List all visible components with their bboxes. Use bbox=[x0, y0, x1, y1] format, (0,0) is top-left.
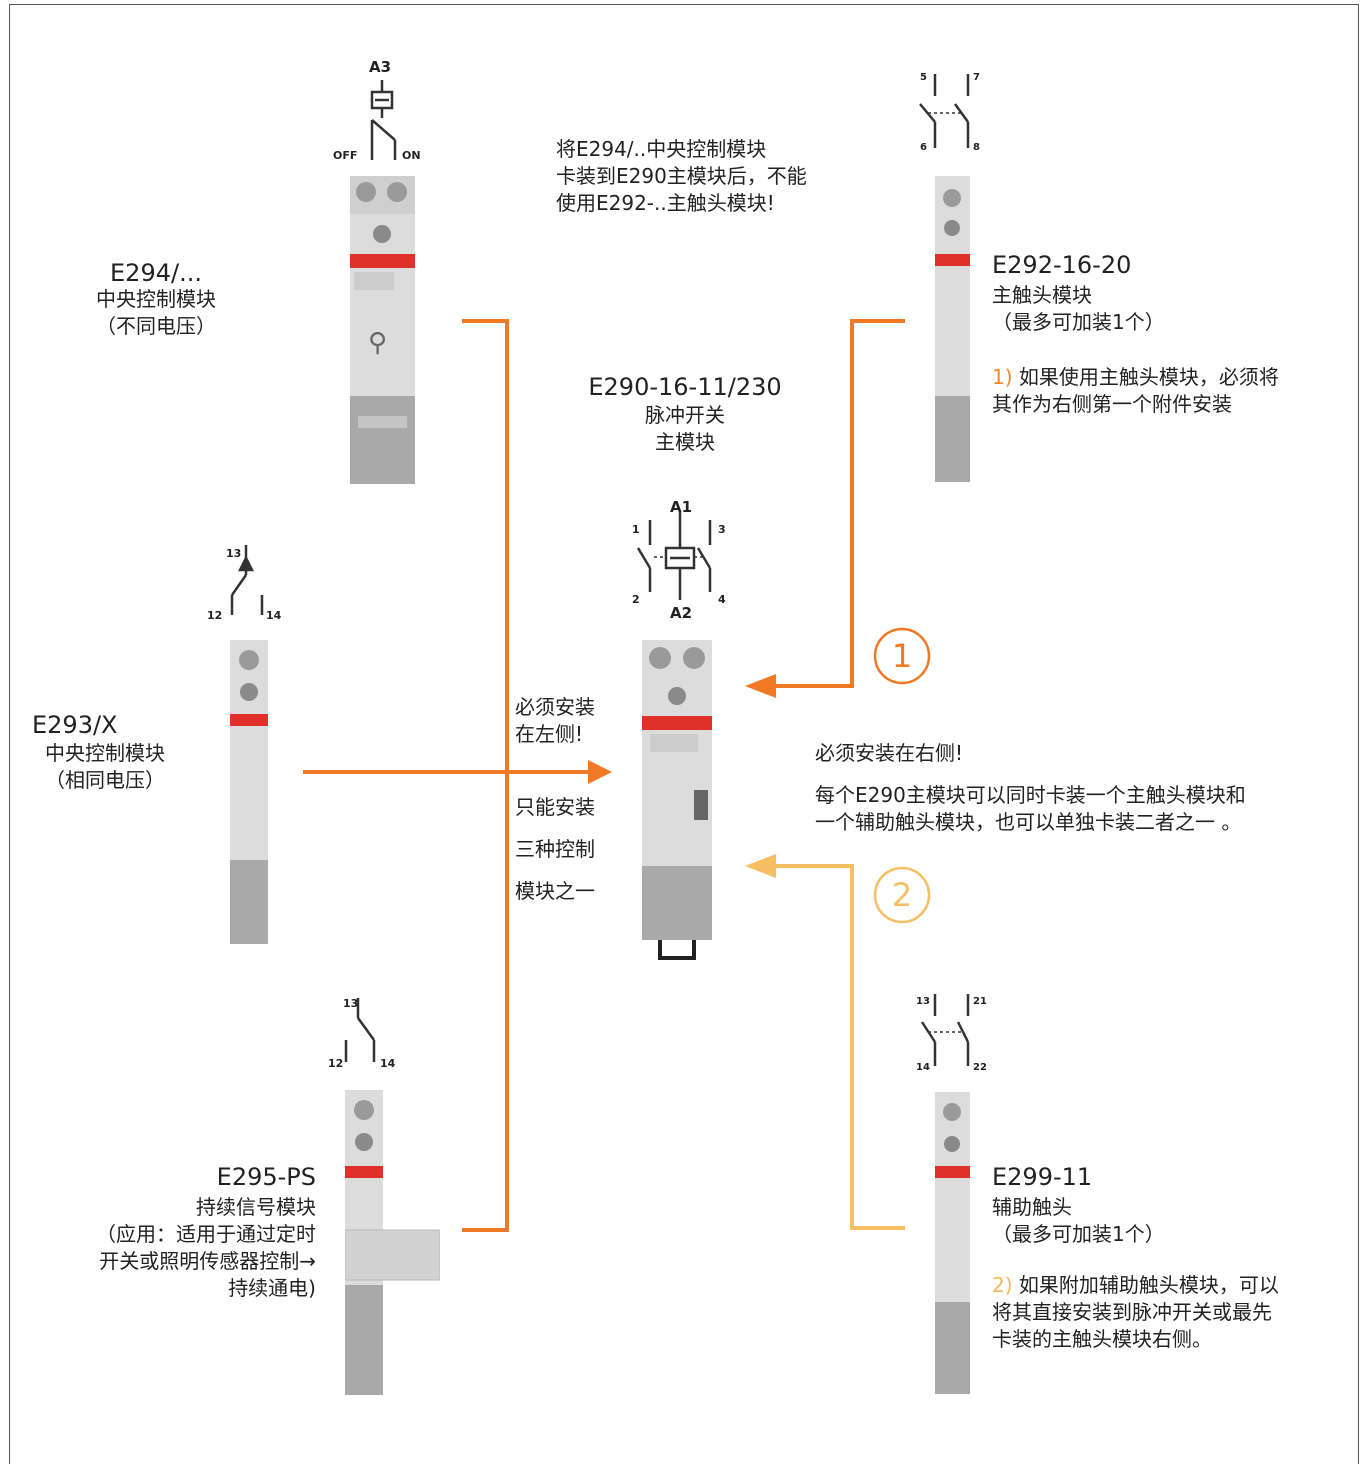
label-e293-desc: 中央控制模块 （相同电压） bbox=[45, 741, 165, 792]
label-e292-code: E292-16-20 bbox=[992, 251, 1132, 279]
label-e292-desc: 主触头模块 （最多可加装1个） bbox=[992, 283, 1165, 334]
symbol-label-off: OFF bbox=[333, 149, 358, 162]
label-e294-code: E294/... bbox=[110, 259, 202, 287]
module-e294-image: ⚲ bbox=[350, 176, 415, 484]
note-only-one-line2: 三种控制 bbox=[515, 837, 595, 861]
marker-number-two: 2 bbox=[891, 876, 913, 914]
symbol-label-e295-13: 13 bbox=[343, 997, 359, 1010]
symbol-label-e295-14: 14 bbox=[380, 1057, 396, 1070]
symbol-label-e299-21: 21 bbox=[973, 996, 987, 1007]
symbol-label-e293-13: 13 bbox=[226, 547, 242, 560]
module-e293-image bbox=[230, 640, 268, 944]
symbol-label-t3: 3 bbox=[718, 523, 726, 536]
schematic-e299 bbox=[920, 994, 970, 1066]
note-text-2: 如果附加辅助触头模块，可以 将其直接安装到脉冲开关或最先 卡装的主触头模块右侧。 bbox=[992, 1273, 1279, 1351]
label-e293-code: E293/X bbox=[32, 711, 118, 739]
label-e295-desc: 持续信号模块 （应用：适用于通过定时 开关或照明传感器控制→ 持续通电) bbox=[96, 1195, 316, 1300]
arrowhead-main-contact bbox=[745, 674, 776, 698]
symbol-label-a1: A1 bbox=[670, 498, 693, 516]
note-top-e294: 将E294/..中央控制模块 卡装到E290主模块后，不能 使用E292-..主… bbox=[556, 137, 807, 215]
symbol-label-e293-14: 14 bbox=[266, 609, 282, 622]
symbol-label-a3: A3 bbox=[369, 58, 392, 76]
schematic-e292 bbox=[919, 74, 970, 148]
symbol-label-e292-8: 8 bbox=[973, 142, 980, 153]
symbol-label-e292-5: 5 bbox=[920, 72, 927, 83]
note-install-left: 必须安装 在左侧! bbox=[515, 695, 595, 746]
note-only-one-line3: 模块之一 bbox=[515, 879, 595, 903]
label-e290-code: E290-16-11/230 bbox=[588, 373, 782, 401]
module-e292-image bbox=[935, 176, 970, 482]
schematic-e293 bbox=[230, 545, 264, 615]
marker-number-one: 1 bbox=[891, 637, 913, 675]
label-e299-desc: 辅助触头 （最多可加装1个） bbox=[992, 1195, 1165, 1246]
note-only-one-line1: 只能安装 bbox=[515, 795, 595, 819]
schematic-e295 bbox=[344, 998, 376, 1062]
label-e290-desc: 脉冲开关 主模块 bbox=[645, 403, 725, 454]
note-text-1: 如果使用主触头模块，必须将 其作为右侧第一个附件安装 bbox=[992, 365, 1279, 416]
symbol-label-e299-14: 14 bbox=[916, 1062, 930, 1073]
label-e299-note: 2) 如果附加辅助触头模块，可以 将其直接安装到脉冲开关或最先 卡装的主触头模块… bbox=[992, 1272, 1352, 1353]
symbol-label-e292-6: 6 bbox=[920, 142, 927, 153]
module-e295-image bbox=[345, 1090, 440, 1395]
symbol-label-t2: 2 bbox=[632, 593, 640, 606]
module-e299-image bbox=[935, 1092, 970, 1394]
diagram-frame bbox=[9, 4, 1359, 1464]
schematic-e294 bbox=[370, 80, 397, 160]
symbol-label-e293-12: 12 bbox=[207, 609, 223, 622]
label-e299-code: E299-11 bbox=[992, 1163, 1093, 1191]
symbol-label-e299-13: 13 bbox=[916, 996, 930, 1007]
note-right-description: 每个E290主模块可以同时卡装一个主触头模块和 一个辅助触头模块，也可以单独卡装… bbox=[815, 783, 1246, 834]
marker-circle-one bbox=[873, 627, 931, 685]
schematic-e290 bbox=[636, 512, 712, 600]
label-e295-code: E295-PS bbox=[216, 1163, 316, 1191]
connector-line-left-bracket bbox=[462, 319, 509, 1232]
svg-text:⚲: ⚲ bbox=[368, 328, 387, 358]
arrowhead-left bbox=[588, 760, 612, 784]
symbol-label-t4: 4 bbox=[718, 593, 726, 606]
symbol-label-on: ON bbox=[402, 149, 421, 162]
symbol-label-e295-12: 12 bbox=[328, 1057, 344, 1070]
connector-line-main-contact bbox=[775, 319, 905, 688]
note-number-2: 2) bbox=[992, 1273, 1013, 1297]
module-e290-image bbox=[642, 640, 712, 960]
label-e294-desc: 中央控制模块 （不同电压） bbox=[96, 287, 216, 338]
connector-line-aux-contact bbox=[775, 864, 905, 1230]
symbol-label-t1: 1 bbox=[632, 523, 640, 536]
symbol-label-a2: A2 bbox=[670, 604, 693, 622]
label-e292-note: 1) 如果使用主触头模块，必须将 其作为右侧第一个附件安装 bbox=[992, 364, 1352, 418]
note-install-right: 必须安装在右侧! bbox=[815, 741, 964, 765]
symbol-label-e292-7: 7 bbox=[973, 72, 980, 83]
note-number-1: 1) bbox=[992, 365, 1013, 389]
marker-circle-two bbox=[873, 866, 931, 924]
arrowhead-aux-contact bbox=[745, 854, 776, 878]
symbol-label-e299-22: 22 bbox=[973, 1062, 987, 1073]
